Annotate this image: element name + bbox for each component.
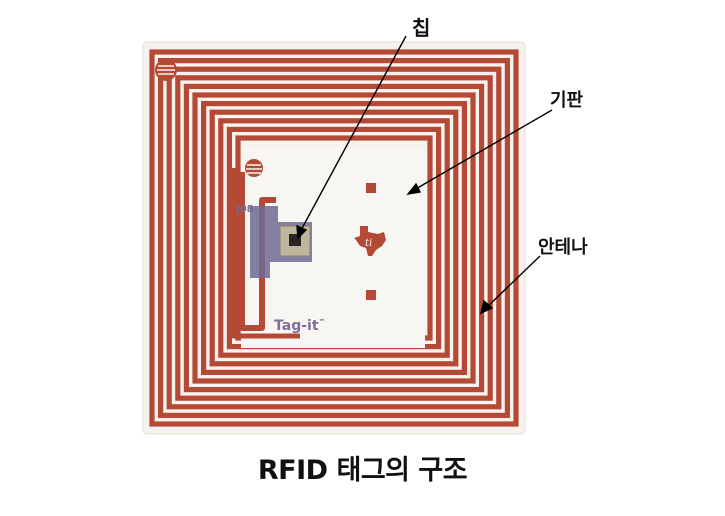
diagram-caption: RFID 태그의 구조 [0, 448, 725, 487]
svg-text:ti: ti [365, 238, 372, 249]
substrate-marker-top [366, 183, 376, 193]
substrate-marker-bottom [366, 290, 376, 300]
logo-mark-inner [245, 159, 263, 177]
antenna-label: 안테나 [538, 233, 588, 259]
tag-brand: Tag-it™ [274, 318, 326, 334]
logo-mark-top-left [155, 59, 177, 81]
tag-code: J08 [235, 204, 254, 215]
chip-label: 칩 [412, 12, 430, 41]
substrate-label: 기판 [550, 86, 583, 112]
